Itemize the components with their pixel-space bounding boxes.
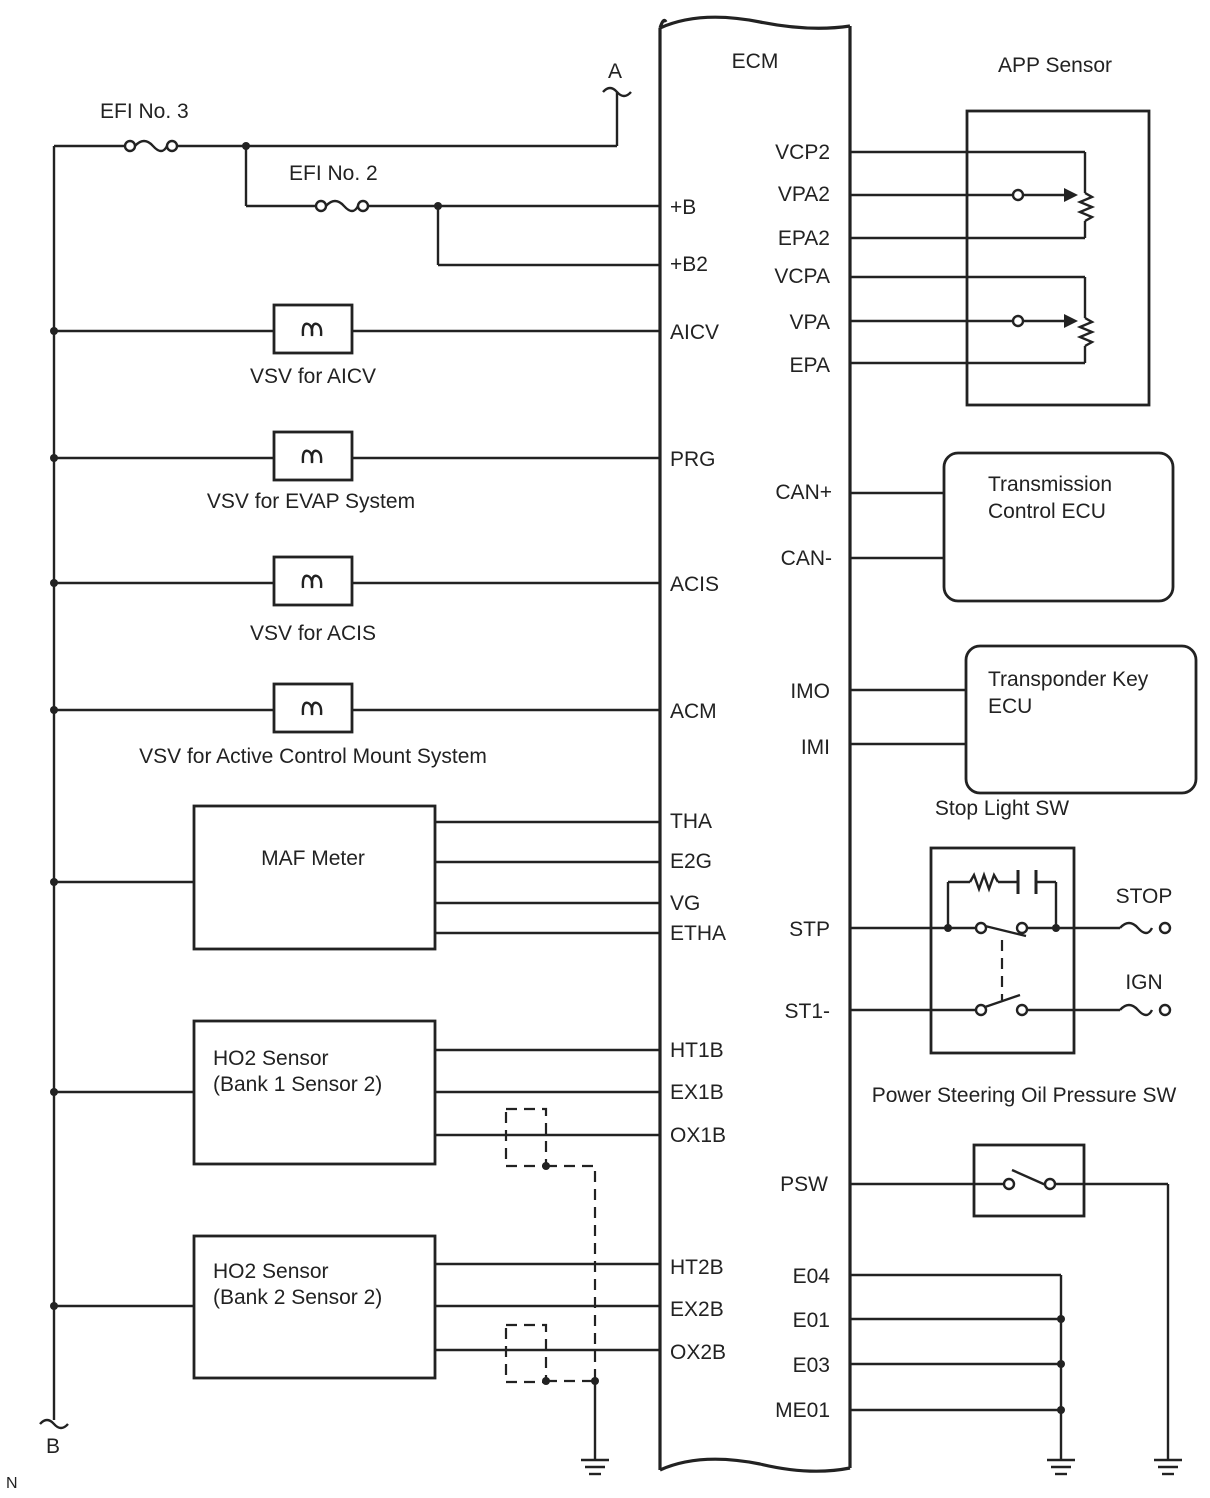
vsv-aicv-label: VSV for AICV (250, 365, 376, 388)
ho2-b2-line1: HO2 Sensor (213, 1260, 329, 1283)
pin-ox1b: OX1B (670, 1124, 726, 1147)
fuse-icon (1119, 1003, 1172, 1017)
fuse-efi2-label: EFI No. 2 (289, 162, 378, 185)
power-supply: A EFI No. 3 EFI No. 2 B N (6, 60, 660, 1492)
pin-ex1b: EX1B (670, 1081, 724, 1104)
ho2-sensor-bank2: HO2 Sensor (Bank 2 Sensor 2) (50, 1234, 660, 1476)
vsv-evap-label: VSV for EVAP System (207, 490, 415, 513)
pin-e01: E01 (793, 1309, 830, 1332)
pin-prg: PRG (670, 448, 716, 471)
pin-epa: EPA (790, 354, 830, 377)
pin-imi: IMI (801, 736, 830, 759)
pin-aicv: AICV (670, 321, 719, 344)
fuse-efi3-label: EFI No. 3 (100, 100, 189, 123)
pin-epa2: EPA2 (778, 227, 830, 250)
solenoid-icon (301, 449, 323, 464)
power-steering-oil-pressure-switch: Power Steering Oil Pressure SW (850, 1084, 1182, 1476)
pin-psw: PSW (780, 1173, 828, 1196)
pin-vg: VG (670, 892, 700, 915)
solenoid-icon (301, 322, 323, 337)
pin-e2g: E2G (670, 850, 712, 873)
ho2-b1-line1: HO2 Sensor (213, 1047, 329, 1070)
pin-vpa2: VPA2 (778, 183, 830, 206)
vsv-acis: VSV for ACIS (50, 555, 660, 645)
maf-meter: MAF Meter (50, 804, 660, 951)
pin-me01: ME01 (775, 1399, 830, 1422)
stop-light-switch: Stop Light SW STOP (850, 797, 1173, 1055)
vsv-acm: VSV for Active Control Mount System (50, 682, 660, 768)
fuse-icon (1119, 921, 1172, 935)
pin-etha: ETHA (670, 922, 726, 945)
pin-stp: STP (789, 918, 830, 941)
ho2-sensor-bank1: HO2 Sensor (Bank 1 Sensor 2) (50, 1019, 660, 1381)
pin-vcp2: VCP2 (775, 141, 830, 164)
ho2-b1-line2: (Bank 1 Sensor 2) (213, 1073, 382, 1096)
pin-ht1b: HT1B (670, 1039, 724, 1062)
tkey-line1: Transponder Key (988, 668, 1149, 691)
pin-vcpa: VCPA (774, 265, 830, 288)
ecm-grounds (850, 1273, 1075, 1476)
pin-st1: ST1- (784, 1000, 830, 1023)
vsv-evap: VSV for EVAP System (50, 430, 660, 513)
pin-e04: E04 (793, 1265, 831, 1288)
pin-can-minus: CAN- (781, 547, 832, 570)
transponder-key-ecu: Transponder Key ECU (850, 644, 1198, 795)
stop-label: STOP (1116, 885, 1173, 908)
pin-b: +B (670, 196, 696, 219)
pin-acis: ACIS (670, 573, 719, 596)
pin-can-plus: CAN+ (775, 481, 832, 504)
ps-sw-label: Power Steering Oil Pressure SW (872, 1084, 1177, 1107)
pin-vpa: VPA (790, 311, 830, 334)
vsv-acm-label: VSV for Active Control Mount System (139, 745, 487, 768)
ho2-b2-line2: (Bank 2 Sensor 2) (213, 1286, 382, 1309)
solenoid-icon (301, 701, 323, 716)
stop-light-sw-label: Stop Light SW (935, 797, 1069, 820)
pin-tha: THA (670, 810, 712, 833)
pin-e03: E03 (793, 1354, 830, 1377)
maf-meter-label: MAF Meter (261, 847, 365, 870)
potentiometer-icon (1011, 314, 1096, 348)
pin-ex2b: EX2B (670, 1298, 724, 1321)
ign-label: IGN (1125, 971, 1162, 994)
connector-a-label: A (608, 60, 622, 83)
ecm-right-pins: VCP2 VPA2 EPA2 VCPA VPA EPA CAN+ CAN- IM… (774, 141, 832, 1422)
potentiometer-icon (1011, 188, 1096, 223)
ground-icon (1154, 1458, 1182, 1476)
vsv-acis-label: VSV for ACIS (250, 622, 376, 645)
fuse-icon (314, 199, 370, 213)
ground-icon (1047, 1458, 1075, 1476)
pin-b2: +B2 (670, 253, 708, 276)
corner-mark: N (6, 1475, 18, 1492)
ecm-block: ECM (658, 15, 852, 1473)
vsv-aicv: VSV for AICV (50, 303, 660, 388)
ground-icon (581, 1458, 609, 1476)
pin-ht2b: HT2B (670, 1256, 724, 1279)
pin-ox2b: OX2B (670, 1341, 726, 1364)
pin-acm: ACM (670, 700, 717, 723)
tkey-line2: ECU (988, 695, 1032, 718)
app-sensor: APP Sensor (850, 54, 1151, 407)
solenoid-icon (301, 574, 323, 589)
transmission-control-ecu: Transmission Control ECU (850, 451, 1175, 603)
ecm-left-pins: +B +B2 AICV PRG ACIS ACM THA E2G VG ETHA… (670, 196, 726, 1364)
app-sensor-label: APP Sensor (998, 54, 1112, 77)
tcu-line2: Control ECU (988, 500, 1106, 523)
tcu-line1: Transmission (988, 473, 1112, 496)
fuse-icon (123, 139, 179, 153)
connector-b-label: B (46, 1435, 60, 1458)
pin-imo: IMO (790, 680, 830, 703)
ecm-title: ECM (732, 50, 779, 73)
